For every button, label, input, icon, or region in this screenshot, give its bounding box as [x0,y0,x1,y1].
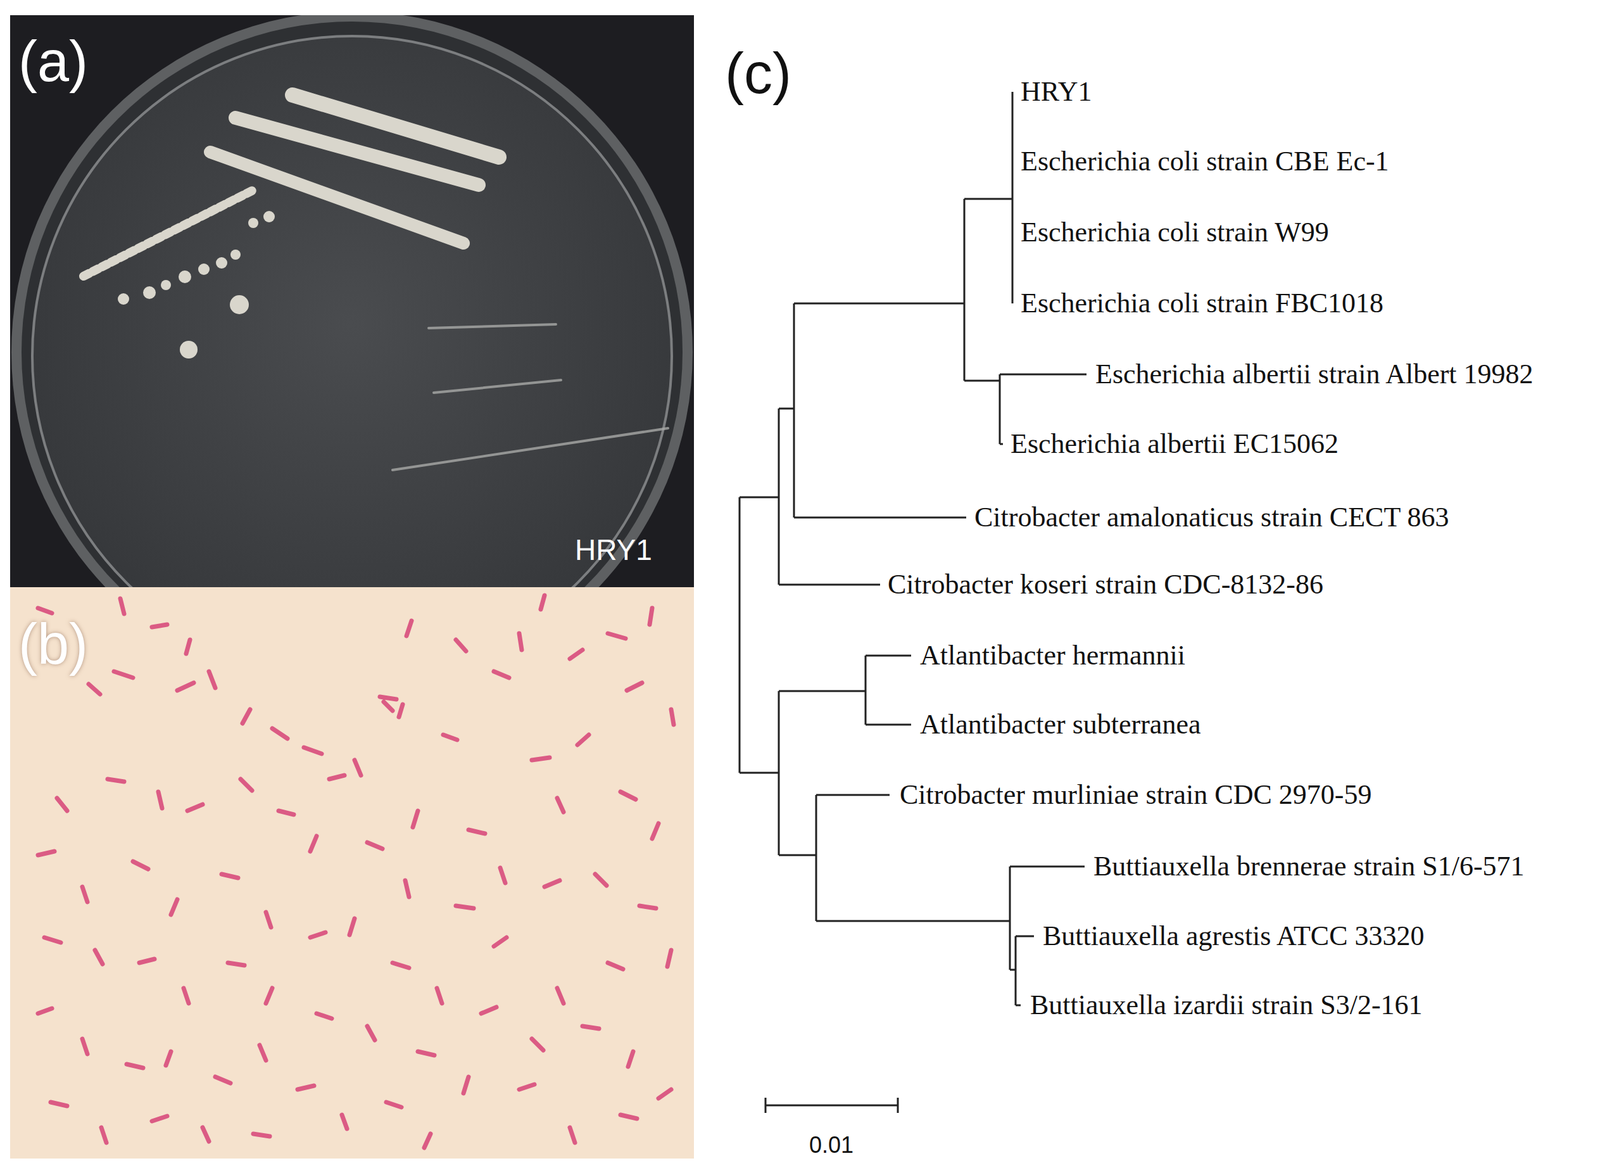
taxon-label: Escherichia coli strain CBE Ec-1 [1020,145,1390,178]
branch [739,408,779,585]
scale-bar-line [765,1097,898,1113]
taxon-label: Buttiauxella agrestis ATCC 33320 [1042,919,1425,953]
streaks [83,94,499,277]
dish-rim [11,15,693,587]
branch [778,583,881,586]
branch [793,198,965,381]
branch [816,866,1085,970]
taxon-label: Citrobacter koseri strain CDC-8132-86 [887,568,1324,601]
faint-streak [433,379,561,393]
taxon-label: HRY1 [1020,75,1092,109]
panel-label: (c) [724,41,792,108]
faint-streak [428,324,556,328]
taxon-label: Buttiauxella brennerae strain S1/6-571 [1093,850,1525,883]
dish-inner-edge [32,36,672,587]
branch [778,303,794,518]
faint-streaks [392,324,668,470]
scale-bar [765,1097,898,1113]
agar [32,36,672,587]
colony [263,210,275,223]
colony-line [83,189,254,277]
faint-streak [392,428,668,470]
colony [215,257,228,269]
branch [793,516,967,519]
plate-photo [10,15,694,587]
branch [778,655,912,725]
colony [178,270,192,284]
colonies [117,210,275,359]
taxon-label: Citrobacter murliniae strain CDC 2970-59 [899,778,1372,812]
colony [230,249,241,260]
branch [778,794,890,921]
micrograph-background [10,586,694,1159]
taxon-label: Escherichia albertii strain Albert 19982 [1095,358,1534,391]
branch [964,91,1013,304]
panel-label: (a) [18,29,89,95]
taxon-label: Atlantibacter subterranea [919,708,1201,741]
taxon-label: Buttiauxella izardii strain S3/2-161 [1030,988,1423,1022]
taxon-label: Atlantibacter hermannii [919,639,1186,672]
colony [198,263,210,275]
scale-value: 0.01 [809,1131,854,1158]
colony [179,340,198,359]
taxon-label: Escherichia coli strain FBC1018 [1020,287,1384,320]
colony [117,293,130,305]
colony [248,217,259,228]
panel-label: (b) [18,611,89,678]
branch [738,497,741,773]
rod-cells [37,595,674,1148]
colony [160,279,171,290]
dish-wall [21,21,683,587]
taxon-label: Escherichia albertii EC15062 [1010,428,1339,461]
colony [143,286,156,299]
taxon-label: Escherichia coli strain W99 [1020,216,1330,249]
colony [229,295,249,315]
branch [964,374,1000,444]
branch [739,690,779,855]
streak [210,151,464,244]
plate-label: HRY1 [574,533,653,567]
taxon-label: Citrobacter amalonaticus strain CECT 863 [974,501,1449,534]
